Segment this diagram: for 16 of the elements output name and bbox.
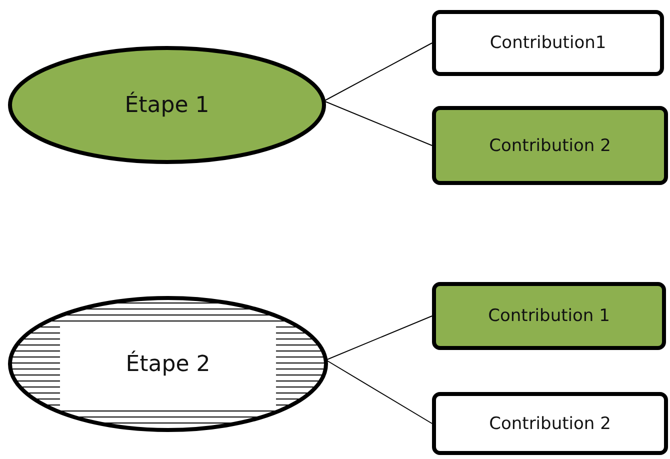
stage-label: Étape 1 — [124, 92, 210, 118]
contribution-box — [432, 392, 668, 455]
contribution-label: Contribution 1 — [488, 306, 610, 326]
contribution-box — [432, 282, 666, 350]
contribution-label: Contribution 2 — [489, 414, 611, 434]
connector-line — [326, 316, 432, 360]
connector-line — [324, 100, 432, 146]
connector-line — [326, 360, 432, 424]
contribution-box — [432, 106, 668, 185]
stage-label: Étape 2 — [126, 352, 210, 376]
contribution-box — [432, 10, 664, 76]
stage-ellipse — [8, 296, 328, 432]
connector-line — [324, 42, 432, 102]
stage-ellipse — [8, 46, 326, 164]
contribution-label: Contribution 2 — [489, 136, 611, 156]
contribution-label: Contribution1 — [490, 33, 606, 53]
